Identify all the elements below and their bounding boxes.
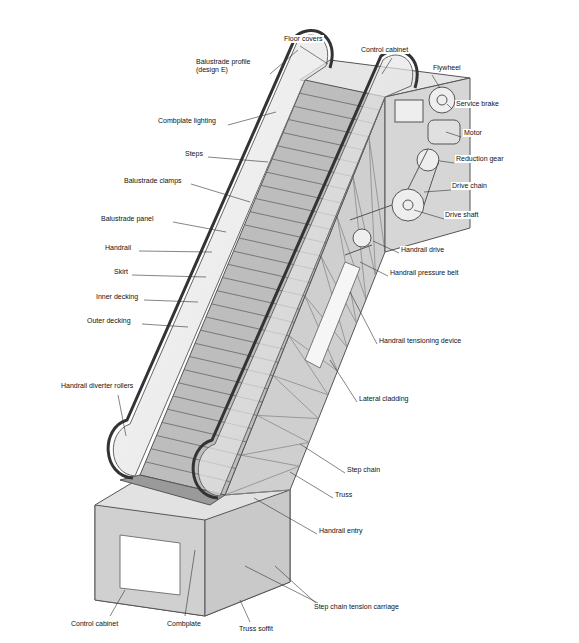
part-label: Outer decking [86,317,132,325]
part-label: Balustrade panel [100,215,155,223]
right-balustrade [198,55,412,496]
part-label: Reduction gear [455,155,504,163]
right-handrail [193,51,417,498]
part-label: Combplate [166,620,202,628]
part-label: Handrail drive [400,246,445,254]
control-cabinet-lower [120,535,180,595]
part-label: Control cabinet [70,620,119,628]
leader-lines [110,46,461,622]
part-label: Handrail pressure belt [389,269,459,277]
part-label: Skirt [113,268,129,276]
part-label: Drive chain [451,182,488,190]
part-label: Balustrade clamps [123,177,183,185]
part-label: Handrail tensioning device [378,337,462,345]
part-label: Steps [184,150,204,158]
lower-side-face [205,490,290,616]
part-label: Inner decking [95,293,139,301]
part-label: Step chain [346,466,381,474]
part-label: Floor covers [283,35,324,43]
part-label: Drive shaft [444,211,479,219]
truss-member [257,415,319,442]
part-label: Balustrade profile (design E) [195,58,257,74]
part-label: Truss soffit [238,625,274,633]
truss-member [225,466,300,495]
part-label: Motor [463,129,483,137]
part-label: Handrail [104,244,132,252]
truss-member [241,442,309,466]
part-label: Lateral cladding [358,395,409,403]
part-label: Step chain tension carriage [313,603,400,611]
part-label: Service brake [455,100,500,108]
part-label: Flywheel [432,64,462,72]
part-label: Handrail entry [318,527,364,535]
truss-member [369,137,385,276]
lateral-cladding [305,262,360,368]
part-label: Combplate lighting [157,117,217,125]
truss-member [353,177,376,300]
left-balustrade [113,35,327,476]
part-label: Truss [334,491,353,499]
part-label: Control cabinet [360,46,409,54]
lower-front-face [95,505,205,616]
part-label: Handrail diverter rollers [60,382,134,390]
